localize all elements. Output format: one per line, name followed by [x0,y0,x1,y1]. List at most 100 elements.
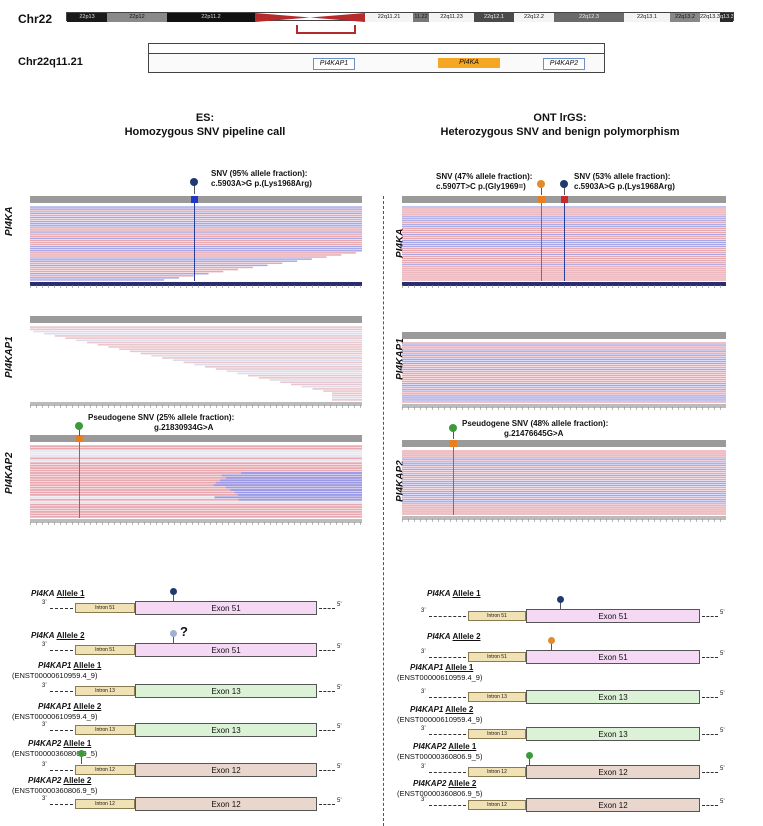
exon-box: Exon 13 [135,723,317,737]
exon-box: Exon 51 [135,601,317,615]
es-pi4kap2-variant: g.21830934G>A [154,423,214,432]
intron-box: Intron 13 [75,725,135,735]
read-pileup [30,435,391,525]
intron-line [50,804,73,805]
exon-box: Exon 13 [526,690,700,704]
allele-number: Allele 1 [452,589,481,598]
variant-pin-icon [170,630,177,637]
exon-box: Exon 51 [526,650,700,664]
ont-allele-label-5: PI4KAP2 Allele 2 [413,779,476,788]
exon-box: Exon 13 [526,727,700,741]
es-transcript-2: (ENST00000610959.4_9) [12,671,98,680]
variant-pin-icon [78,750,85,757]
downstream-line [702,697,718,698]
downstream-line [319,650,335,651]
intron-line [429,616,466,617]
ont-subtitle: Heterozygous SNV and benign polymorphism [440,126,680,138]
es-pi4kap2-reads [30,435,391,525]
five-prime-end: 5’ [337,644,342,650]
five-prime-end: 5’ [337,602,342,608]
allele-number: Allele 1 [63,739,92,748]
band-10: 22q13.2 [670,13,700,22]
exon-box: Exon 51 [135,643,317,657]
band-7: 22q12.2 [514,13,554,22]
five-prime-end: 5’ [720,651,725,657]
es-allele-label-4: PI4KAP2 Allele 1 [28,739,91,748]
downstream-line [702,772,718,773]
ont-pi4ka-variant-2: c.5903A>G p.(Lys1968Arg) [574,182,675,191]
three-prime-end: 3’ [421,689,426,695]
ont-pi4ka-annotation-2: SNV (53% allele fraction): [574,172,671,181]
region-label: Chr22q11.21 [18,56,83,68]
es-transcript-5: (ENST00000360806.9_5) [12,786,98,795]
band-8: 22q12.3 [554,13,624,22]
es-pi4kap2-annotation: Pseudogene SNV (25% allele fraction): [88,413,235,422]
ont-allele-label-4: PI4KAP2 Allele 1 [413,742,476,751]
es-pi4ka-pin-icon [190,178,198,186]
read-pileup [30,196,362,288]
band-12: q13.33 [720,13,733,22]
ont-pin-blue-icon [560,180,568,188]
uncertain-mark: ? [180,624,188,639]
ont-pin-orange-icon [537,180,545,188]
ont-transcript-2: (ENST00000610959.4_9) [397,673,483,682]
band-5: 22q11.23 [429,13,474,22]
variant-pin-icon [557,596,564,603]
downstream-line [702,805,718,806]
es-allele-label-2: PI4KAP1 Allele 1 [38,661,101,670]
downstream-line [702,616,718,617]
chromosome-label: Chr22 [18,12,53,26]
ont-transcript-5: (ENST00000360806.9_5) [397,789,483,798]
centromere [255,13,365,22]
downstream-line [319,770,335,771]
exon-box: Exon 13 [135,684,317,698]
es-allele-label-3: PI4KAP1 Allele 2 [38,702,101,711]
three-prime-end: 3’ [421,649,426,655]
band-9: 22q13.1 [624,13,670,22]
es-subtitle: Homozygous SNV pipeline call [124,126,286,138]
three-prime-end: 3’ [42,796,47,802]
five-prime-end: 5’ [720,728,725,734]
intron-box: Intron 12 [468,767,526,777]
allele-gene-name: PI4KA [31,631,55,640]
allele-gene-name: PI4KA [31,589,55,598]
gene-pi4kap2: PI4KAP2 [543,58,585,70]
ont-pin-orange-stem [541,186,542,195]
allele-gene-name: PI4KA [427,589,451,598]
three-prime-end: 3’ [42,722,47,728]
intron-box: Intron 12 [468,800,526,810]
ont-pi4kap2-pin-stem [453,430,454,439]
five-prime-end: 5’ [720,610,725,616]
es-gene-label-pi4ka: PI4KA [4,206,15,236]
variant-pin-stem [560,602,561,610]
exon-box: Exon 12 [135,797,317,811]
intron-line [50,608,73,609]
gene-pi4ka: PI4KA [438,58,500,68]
intron-box: Intron 12 [75,765,135,775]
variant-pin-stem [173,636,174,644]
ont-title: ONT lrGS: [533,112,587,124]
band-11: 22q13.31 [700,13,720,22]
band-1: 22p12 [107,13,167,22]
intron-line [50,730,73,731]
allele-gene-name: PI4KAP1 [38,702,72,711]
variant-pin-icon [548,637,555,644]
allele-gene-name: PI4KAP1 [38,661,72,670]
five-prime-end: 5’ [720,799,725,805]
five-prime-end: 5’ [720,766,725,772]
intron-line [50,770,73,771]
band-0: 22p13 [67,13,107,22]
downstream-line [702,734,718,735]
allele-gene-name: PI4KAP1 [410,663,444,672]
es-allele-label-5: PI4KAP2 Allele 2 [28,776,91,785]
exon-box: Exon 12 [526,798,700,812]
panel-divider [383,196,384,826]
es-gene-label-pi4kap2: PI4KAP2 [4,452,15,494]
intron-box: Intron 51 [468,652,526,662]
downstream-line [702,657,718,658]
region-top-line [148,43,605,44]
es-pi4ka-annotation: SNV (95% allele fraction): [211,169,308,178]
ont-pi4kap2-reads [402,440,726,522]
three-prime-end: 3’ [421,797,426,803]
